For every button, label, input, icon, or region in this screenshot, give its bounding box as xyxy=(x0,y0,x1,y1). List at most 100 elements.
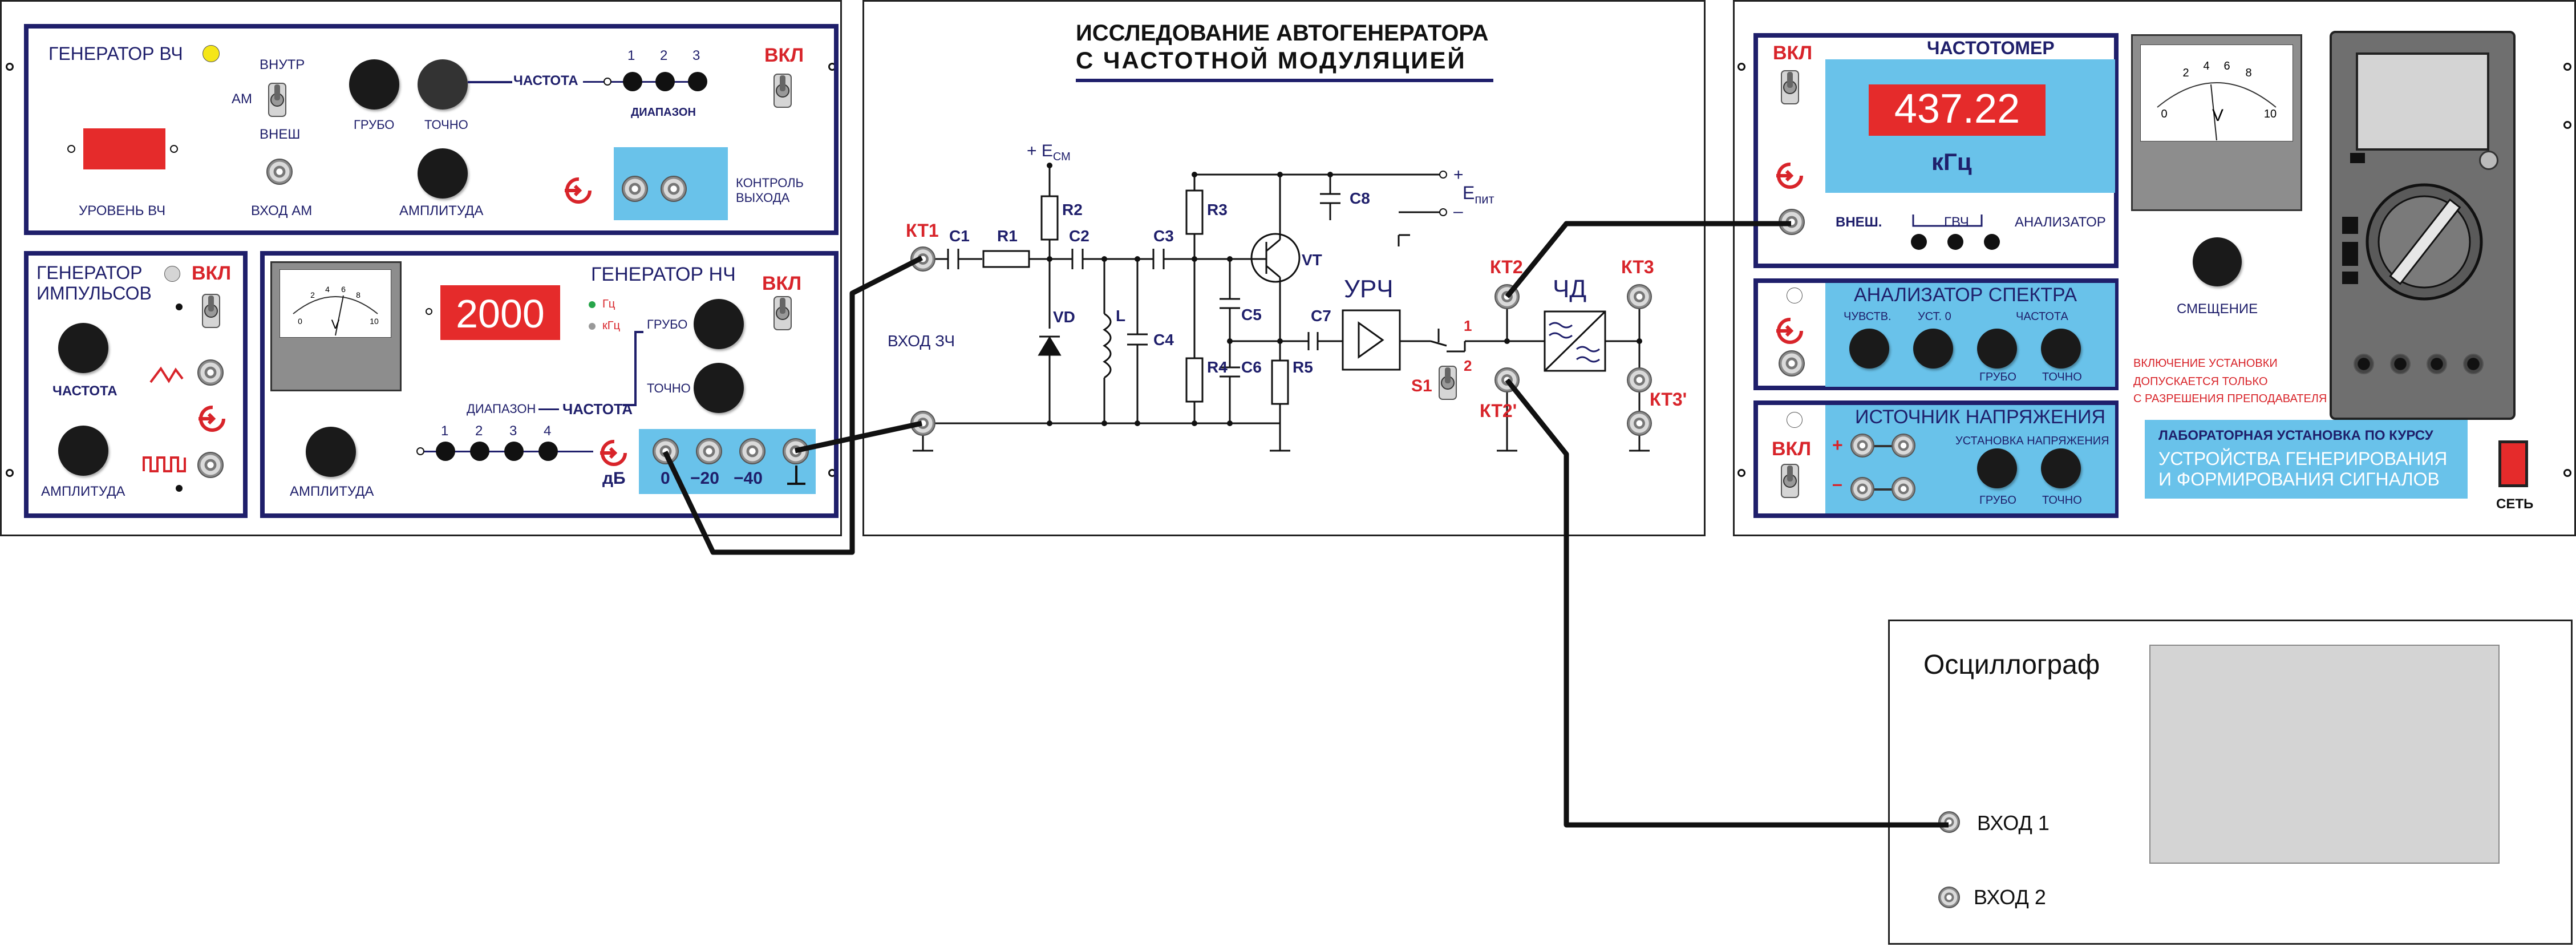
hf-amplitude-knob[interactable] xyxy=(418,148,468,199)
hf-range-1-button[interactable] xyxy=(623,72,642,91)
multimeter-jack-2[interactable] xyxy=(2390,354,2411,374)
freq-meter-src-ext[interactable] xyxy=(1911,234,1927,250)
freq-meter-power-toggle[interactable] xyxy=(1776,67,1804,107)
hf-output-jack-1[interactable] xyxy=(622,176,648,202)
c8-label: C8 xyxy=(1350,189,1370,207)
voltage-plus-jack-1[interactable] xyxy=(1850,434,1874,458)
c2-label: C2 xyxy=(1069,227,1089,245)
offset-label: СМЕЩЕНИЕ xyxy=(2177,301,2258,317)
hf-range-2-button[interactable] xyxy=(655,72,675,91)
voltage-coarse-knob[interactable] xyxy=(1977,448,2017,488)
voltage-minus-jack-2[interactable] xyxy=(1892,477,1915,501)
hf-output-label-2: ВЫХОДА xyxy=(736,191,790,205)
offset-meter-tick-4: 4 xyxy=(2203,60,2209,72)
pulse-triangle-jack[interactable] xyxy=(197,359,224,386)
hf-coarse-knob[interactable] xyxy=(349,59,399,110)
spectrum-zero-knob[interactable] xyxy=(1913,329,1953,369)
lf-fine-knob[interactable] xyxy=(694,363,744,413)
voltage-fine-knob[interactable] xyxy=(2041,448,2081,488)
lf-meter-tick-4: 4 xyxy=(325,285,330,294)
hf-range-pointer xyxy=(604,78,611,86)
multimeter-jack-1[interactable] xyxy=(2354,354,2374,374)
osc-input-2-jack[interactable] xyxy=(1938,887,1960,908)
pulse-amplitude-knob[interactable] xyxy=(58,426,108,476)
hf-fine-knob[interactable] xyxy=(418,59,468,110)
hf-range-3-button[interactable] xyxy=(688,72,707,91)
am-source-toggle[interactable] xyxy=(264,80,291,120)
kt2-prime-jack[interactable] xyxy=(1494,367,1520,392)
multimeter-switch-c[interactable] xyxy=(2342,272,2358,284)
am-ext-label: ВНЕШ xyxy=(260,127,301,142)
hf-range-2: 2 xyxy=(660,48,668,63)
c3-label: C3 xyxy=(1153,227,1174,245)
voltage-power-toggle[interactable] xyxy=(1776,461,1804,501)
pulse-freq-knob[interactable] xyxy=(58,323,108,373)
am-input-jack[interactable] xyxy=(266,159,293,185)
pulse-power-toggle[interactable] xyxy=(197,291,225,331)
lf-atten-0-jack[interactable] xyxy=(653,438,679,464)
pulse-square-jack[interactable] xyxy=(197,452,224,478)
vt-label: VT xyxy=(1302,251,1322,269)
offset-meter-tick-6: 6 xyxy=(2223,60,2230,72)
freq-meter-src-analyzer[interactable] xyxy=(1984,234,2000,250)
spectrum-sens-knob[interactable] xyxy=(1849,329,1889,369)
warning-line-3: С РАЗРЕШЕНИЯ ПРЕПОДАВАТЕЛЯ ! xyxy=(2133,392,2334,405)
lf-range-2-button[interactable] xyxy=(470,442,489,461)
pulse-freq-label: ЧАСТОТА xyxy=(52,383,118,399)
kt1-jack[interactable] xyxy=(910,246,935,272)
multimeter-button[interactable] xyxy=(2350,153,2365,163)
vd-label: VD xyxy=(1053,308,1075,326)
voltage-coarse-label: ГРУБО xyxy=(1979,494,2016,507)
mains-power-switch[interactable] xyxy=(2498,440,2528,487)
kt3-label: КТ3 xyxy=(1621,257,1654,277)
lf-atten-40: −40 xyxy=(734,469,763,488)
kt3-prime-jack-1[interactable] xyxy=(1627,367,1652,392)
hf-power-toggle[interactable] xyxy=(769,71,796,111)
osc-input-2-label: ВХОД 2 xyxy=(1974,885,2046,909)
lf-range-1-button[interactable] xyxy=(436,442,455,461)
multimeter-screen xyxy=(2356,52,2489,151)
multimeter-switch-a[interactable] xyxy=(2342,217,2358,234)
spectrum-input-jack[interactable] xyxy=(1779,350,1805,377)
multimeter-jack-3[interactable] xyxy=(2427,354,2447,374)
hf-generator-title: ГЕНЕРАТОР ВЧ xyxy=(48,43,183,64)
c1-label: C1 xyxy=(949,227,970,245)
voltage-title: ИСТОЧНИК НАПРЯЖЕНИЯ xyxy=(1855,406,2106,428)
kt3-prime-jack-2[interactable] xyxy=(1627,411,1652,436)
lf-amplitude-knob[interactable] xyxy=(306,427,356,477)
kt3-jack[interactable] xyxy=(1627,284,1652,309)
voltage-set-label: УСТАНОВКА НАПРЯЖЕНИЯ xyxy=(1955,435,2109,447)
offset-knob[interactable] xyxy=(2193,237,2242,286)
multimeter-jack-4[interactable] xyxy=(2463,354,2484,374)
freq-meter-src-gvch[interactable] xyxy=(1947,234,1963,250)
freq-meter-unit: кГц xyxy=(1931,148,1972,175)
voltage-plus-jack-2[interactable] xyxy=(1892,434,1915,458)
spectrum-zero-label: УСТ. 0 xyxy=(1918,310,1951,323)
am-label: АМ xyxy=(232,91,252,107)
multimeter-switch-b[interactable] xyxy=(2342,242,2358,266)
lf-range-3-button[interactable] xyxy=(504,442,524,461)
freq-meter-input-jack[interactable] xyxy=(1779,209,1805,235)
lf-atten-40-jack[interactable] xyxy=(739,438,765,464)
lab-badge xyxy=(2145,420,2468,499)
hf-output-jack-2[interactable] xyxy=(661,176,687,202)
s1-switch-toggle[interactable] xyxy=(1434,363,1461,403)
lf-range-4-button[interactable] xyxy=(538,442,558,461)
kt2-jack[interactable] xyxy=(1494,284,1520,309)
lf-atten-20-jack[interactable] xyxy=(696,438,722,464)
lf-power-toggle[interactable] xyxy=(769,293,796,333)
lf-coarse-knob[interactable] xyxy=(694,299,744,349)
hf-coarse-label: ГРУБО xyxy=(354,118,395,132)
lf-input-ground-jack[interactable] xyxy=(910,411,935,436)
hf-range-label: ДИАПАЗОН xyxy=(631,106,696,119)
lf-range-pointer xyxy=(416,447,424,455)
spectrum-coarse-knob[interactable] xyxy=(1977,329,2017,369)
osc-input-1-jack[interactable] xyxy=(1938,811,1960,833)
freq-meter-display xyxy=(1869,84,2046,136)
multimeter-dial[interactable] xyxy=(2364,181,2485,302)
spectrum-fine-knob[interactable] xyxy=(2041,329,2081,369)
lf-ground-jack[interactable] xyxy=(783,438,809,464)
voltage-minus-jack-1[interactable] xyxy=(1850,477,1874,501)
triangle-wave-icon xyxy=(149,366,184,383)
lab-badge-line-1: ЛАБОРАТОРНАЯ УСТАНОВКА ПО КУРСУ xyxy=(2158,428,2433,443)
